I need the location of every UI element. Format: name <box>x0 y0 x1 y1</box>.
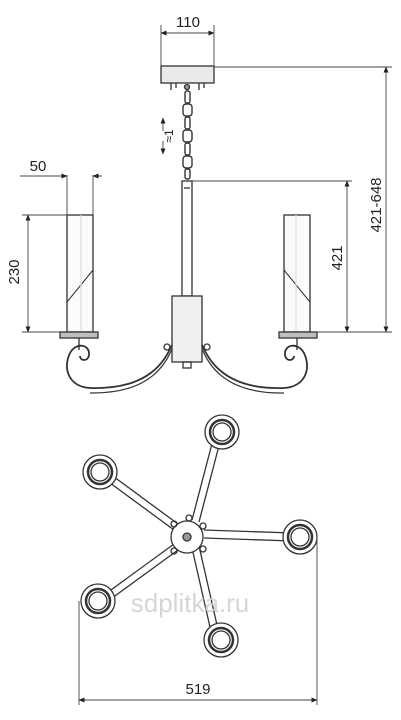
drop-range-label: 421-648 <box>368 177 385 232</box>
chain <box>182 90 193 180</box>
shade-height-label: 230 <box>6 259 23 284</box>
span-dimension <box>78 537 318 705</box>
span-width-label: 519 <box>185 681 210 698</box>
side-view <box>59 65 318 394</box>
watermark: sdplitka.ru <box>131 588 250 618</box>
left-shade <box>59 214 99 350</box>
lamp-bottom <box>203 622 239 658</box>
right-arm <box>201 344 308 389</box>
top-view <box>80 414 318 658</box>
lamp-right <box>282 519 318 555</box>
left-arm <box>66 344 173 389</box>
canopy <box>160 65 215 84</box>
chain-adjust-label: ≈1 <box>162 129 176 143</box>
top-arms <box>101 435 294 628</box>
canopy-width-label: 110 <box>176 14 200 31</box>
right-shade <box>278 214 318 350</box>
shade-width-label: 50 <box>30 158 47 175</box>
lamp-left-top <box>82 454 118 490</box>
central-body <box>171 295 203 363</box>
side-dimensions <box>20 25 392 333</box>
stem <box>181 180 193 297</box>
lamp-top <box>204 414 240 450</box>
lamp-left-bottom <box>80 583 116 619</box>
drop-fixed-label: 421 <box>329 245 346 270</box>
